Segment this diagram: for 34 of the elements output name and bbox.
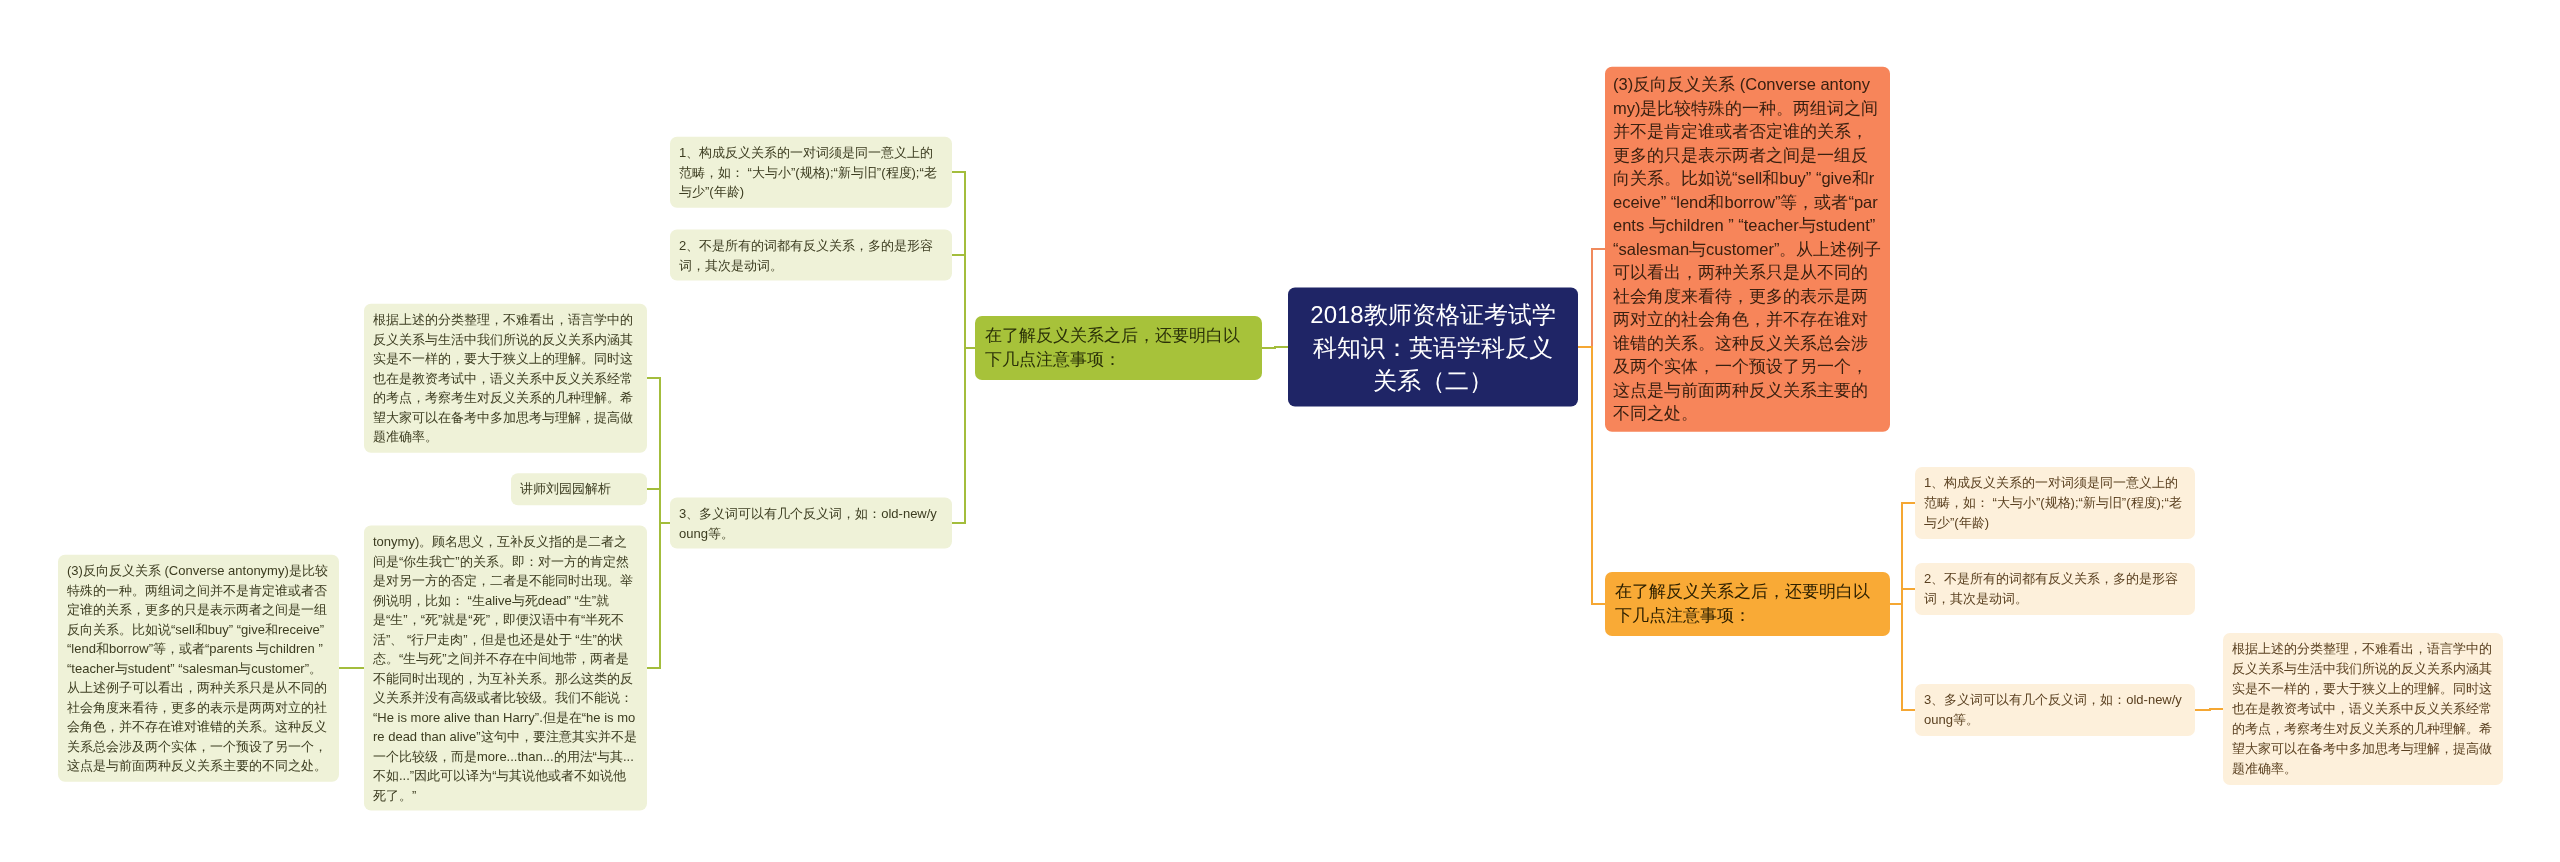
topic-text: 在了解反义关系之后，还要明白以下几点注意事项：	[1615, 581, 1871, 627]
topic-text: 2、不是所有的词都有反义关系，多的是形容词，其次是动词。	[1924, 570, 2180, 608]
topic-text: tonymy)。顾名思义，互补反义指的是二者之间是“你生我亡”的关系。即：对一方的肯定然是对另一方的否定，二者是不能同时出现。举例说明，比如： “生alive与死dead” “生”就是“生”，“死”就是“死”，即便汉语中有“半死不活”、 “行尸走肉”，但是也还是处于 “生”的状态。“生与死”之间并不存在中间地带，两者是不能同时出现的，为互补关系。那么这类的反义关系并没有高级或者比较级。我们不能说： “He is more alive than Harry”.但是在“he is more dead than alive”这句中，要注意其实并不是一个比较级，而是more...than...的用法“与其...不如...”因此可以译为“与其说他或者不如说他死了。”	[373, 532, 638, 804]
topic-text: 3、多义词可以有几个反义词，如：old-new/young等。	[679, 504, 938, 543]
topic-text: 3、多义词可以有几个反义词，如：old-new/young等。	[1924, 691, 2183, 729]
connector-line	[2194, 708, 2224, 711]
connector-line	[1577, 346, 1606, 605]
connector-line	[951, 347, 976, 524]
topic-box	[1915, 684, 2195, 736]
topic-text: (3)反向反义关系 (Converse antonymy)是比较特殊的一种。两组词之间并不是肯定谁或者否定谁的关系，更多的只是表示两者之间是一组反向关系。比如说“sell和buy” “give和receive” “lend和borrow”等，或者“parents 与children ” “teacher与student” “salesman与customer”。从上述例子可以看出，两种关系只是从不同的社会角度来看待，更多的表示是两两对立的社会角色，并不存在谁对谁错的关系。这种反义关系总会涉及两个实体，一个预设了另一个，这点是与前面两种反义关系主要的不同之处。	[67, 561, 329, 775]
topic-box	[1915, 563, 2195, 615]
connector-line	[338, 667, 365, 669]
topic-box	[670, 497, 952, 549]
topic-text: 2、不是所有的词都有反义关系，多的是形容词，其次是动词。	[679, 236, 935, 274]
topic-box	[511, 473, 647, 505]
topic-text: (3)反向反义关系 (Converse antonymy)是比较特殊的一种。两组词之间并不是肯定谁或者否定谁的关系，更多的只是表示两者之间是一组反向关系。比如说“sell和buy” “give和receive” “lend和borrow”等，或者“parents 与children ” “teacher与student” “salesman与customer”。从上述例子可以看出，两种关系只是从不同的社会角度来看待，更多的表示是两两对立的社会角色，并不存在谁对谁错的关系。这种反义关系总会涉及两个实体，一个预设了另一个，这点是与前面两种反义关系主要的不同之处。	[1613, 73, 1882, 424]
topic-text: 1、构成反义关系的一对词须是同一意义上的范畴，如： “大与小”(规格);“新与旧”(程度);“老与少”(年龄)	[679, 143, 938, 201]
topic-text: 在了解反义关系之后，还要明白以下几点注意事项：	[985, 325, 1241, 371]
topic-box	[1605, 572, 1890, 636]
topic-box	[1915, 467, 2195, 539]
central-topic	[1288, 287, 1578, 407]
topic-text: 1、构成反义关系的一对词须是同一意义上的范畴，如： “大与小”(规格);“新与旧”(程度);“老与少”(年龄)	[1924, 474, 2183, 532]
connector-line	[1261, 346, 1289, 349]
topic-text: 讲师刘园园解析	[520, 480, 612, 499]
connector-line	[1889, 603, 1916, 711]
topic-text: 根据上述的分类整理，不难看出，语言学中的反义关系与生活中我们所说的反义关系内涵其实是不一样的，要大于狭义上的理解。同时这也在是教资考试中，语义关系中反义关系经常的考点，考察考生对反义关系的几种理解。希望大家可以在备考中多加思考与理解，提高做题准确率。	[2232, 640, 2493, 778]
topic-box	[670, 229, 952, 281]
topic-box	[364, 303, 647, 453]
topic-box	[2223, 633, 2503, 785]
topic-box	[670, 136, 952, 208]
connector-line	[646, 522, 671, 669]
topic-text: 2018教师资格证考试学科知识：英语学科反义关系（二）	[1309, 299, 1557, 396]
topic-box	[975, 316, 1262, 380]
topic-text: 根据上述的分类整理，不难看出，语言学中的反义关系与生活中我们所说的反义关系内涵其实是不一样的，要大于狭义上的理解。同时这也在是教资考试中，语义关系中反义关系经常的考点，考察考生对反义关系的几种理解。希望大家可以在备考中多加思考与理解，提高做题准确率。	[373, 310, 634, 446]
